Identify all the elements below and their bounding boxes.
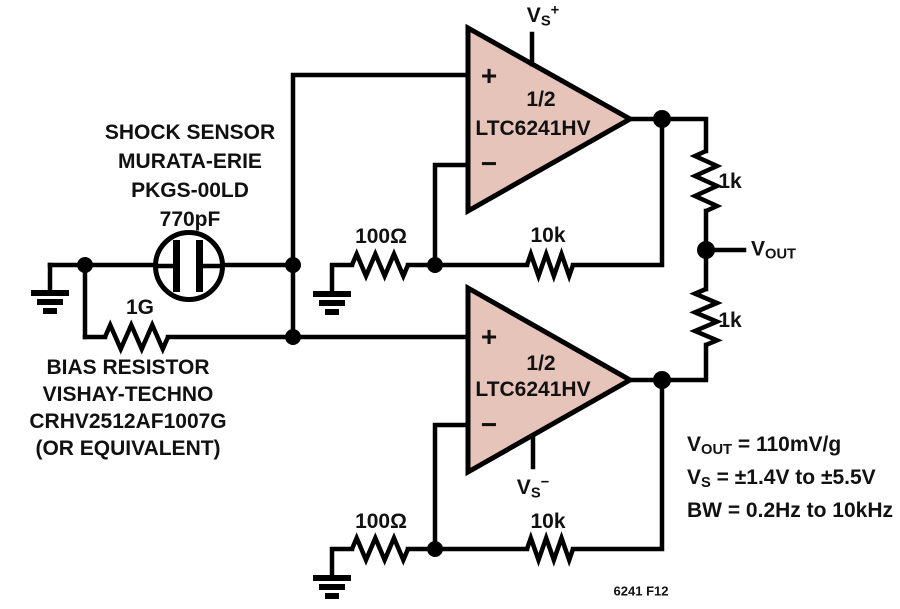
junction-dot [77, 257, 93, 273]
opamp-top-plus-sign: + [480, 60, 498, 91]
bias-label-line: (OR EQUIVALENT) [35, 437, 221, 460]
bias-resistor-label: BIAS RESISTOR VISHAY-TECHNO CRHV2512AF10… [29, 354, 226, 462]
sensor-label-line: PKGS-00LD [131, 179, 249, 202]
opamp-bottom-plus-sign: + [480, 321, 498, 352]
opamp-bottom-fraction: 1/2 [526, 352, 556, 375]
ground-symbol-left [31, 290, 69, 314]
resistor-100ohm-bottom-zigzag [349, 532, 411, 566]
vout-base: V [751, 237, 766, 261]
bias-label-line: VISHAY-TECHNO [42, 383, 214, 406]
junction-dot [285, 329, 301, 345]
ground-symbol-bottom-feedback [313, 575, 351, 599]
supply-negative-sub: S [530, 485, 541, 502]
resistor-1k-top-value: 1k [718, 170, 742, 193]
note-rest: = 110mV/g [732, 433, 842, 456]
wire-noninverting-bus [290, 72, 471, 340]
resistor-100ohm-top-zigzag [349, 248, 411, 282]
ground-symbol-top-feedback [313, 291, 351, 315]
supply-positive-label: VS+ [527, 3, 559, 30]
junction-dots [77, 110, 715, 557]
supply-negative-base: V [516, 476, 531, 500]
wire-bottom-100ohm-to-ground [329, 546, 355, 579]
resistor-1g-zigzag [102, 319, 171, 355]
spec-note-line: VS = ±1.4V to ±5.5V [687, 464, 893, 497]
spec-note-line: BW = 0.2Hz to 10kHz [687, 497, 893, 530]
shock-sensor-symbol [153, 230, 225, 302]
resistor-1k-bottom-zigzag [689, 286, 723, 348]
bias-label-line: CRHV2512AF1007G [29, 410, 227, 433]
supply-positive-sub: S [540, 13, 551, 30]
sensor-label: SHOCK SENSOR MURATA-ERIE PKGS-00LD 770pF [105, 118, 275, 234]
bias-label-line: BIAS RESISTOR [46, 356, 210, 379]
junction-dot [285, 257, 301, 273]
resistor-100ohm-top-value: 100Ω [355, 225, 407, 248]
junction-dot-vout [697, 241, 715, 259]
resistor-1k-bottom-value: 1k [718, 309, 742, 332]
opamp-top-minus-sign: − [480, 148, 498, 179]
opamp-bottom-triangle [465, 283, 636, 477]
wire-bottom-inverting-input [432, 422, 471, 552]
note-sub: S [701, 475, 711, 492]
note-base: V [687, 466, 702, 490]
wire-top-100ohm-to-ground [329, 262, 355, 295]
resistor-10k-top-value: 10k [530, 224, 566, 247]
sensor-circle [153, 230, 225, 302]
opamp-top-part-number: LTC6241HV [475, 117, 591, 140]
note-rest: = ±1.4V to ±5.5V [710, 466, 876, 490]
note-rest: = 0.2Hz to 10kHz [722, 499, 893, 523]
wire-top-feedback-vertical [570, 116, 665, 268]
resistor-1k-top-zigzag [689, 148, 723, 214]
opamp-bottom-minus-sign: − [480, 409, 498, 440]
wire-bottom-feedback-vertical [570, 377, 665, 552]
opamp-top-triangle [465, 23, 636, 216]
resistor-10k-bottom-value: 10k [530, 510, 566, 533]
wire-top-inverting-input [432, 162, 471, 268]
resistor-1g-value: 1G [125, 296, 155, 319]
spec-note-line: VOUT = 110mV/g [687, 431, 893, 464]
figure-label: 6241 F12 [613, 583, 669, 599]
sensor-label-line: MURATA-ERIE [118, 150, 262, 173]
supply-positive-base: V [526, 4, 541, 28]
resistor-10k-bottom-zigzag [524, 531, 576, 567]
junction-dot-top-output [653, 110, 671, 128]
junction-dot [427, 541, 443, 557]
vout-label: VOUT [751, 237, 796, 262]
sensor-label-line: SHOCK SENSOR [104, 121, 276, 144]
resistor-10k-top-zigzag [524, 247, 576, 283]
opamp-top-fraction: 1/2 [526, 88, 556, 111]
sensor-label-line: 770pF [159, 208, 221, 231]
note-base: V [687, 433, 702, 456]
opamp-bottom-part-number: LTC6241HV [475, 378, 591, 401]
supply-negative-label: VS− [517, 475, 549, 502]
sensor-plate-left [173, 240, 180, 292]
supply-positive-sup: + [550, 2, 560, 19]
note-base: BW [687, 499, 722, 523]
spec-notes: VOUT = 110mV/g VS = ±1.4V to ±5.5V BW = … [687, 431, 893, 531]
vout-sub: OUT [765, 246, 797, 263]
note-sub: OUT [701, 442, 733, 459]
junction-dot [427, 257, 443, 273]
resistor-100ohm-bottom-value: 100Ω [355, 510, 407, 533]
sensor-plate-right [196, 240, 203, 292]
supply-negative-sup: − [540, 474, 550, 491]
junction-dot-bottom-output [653, 371, 671, 389]
